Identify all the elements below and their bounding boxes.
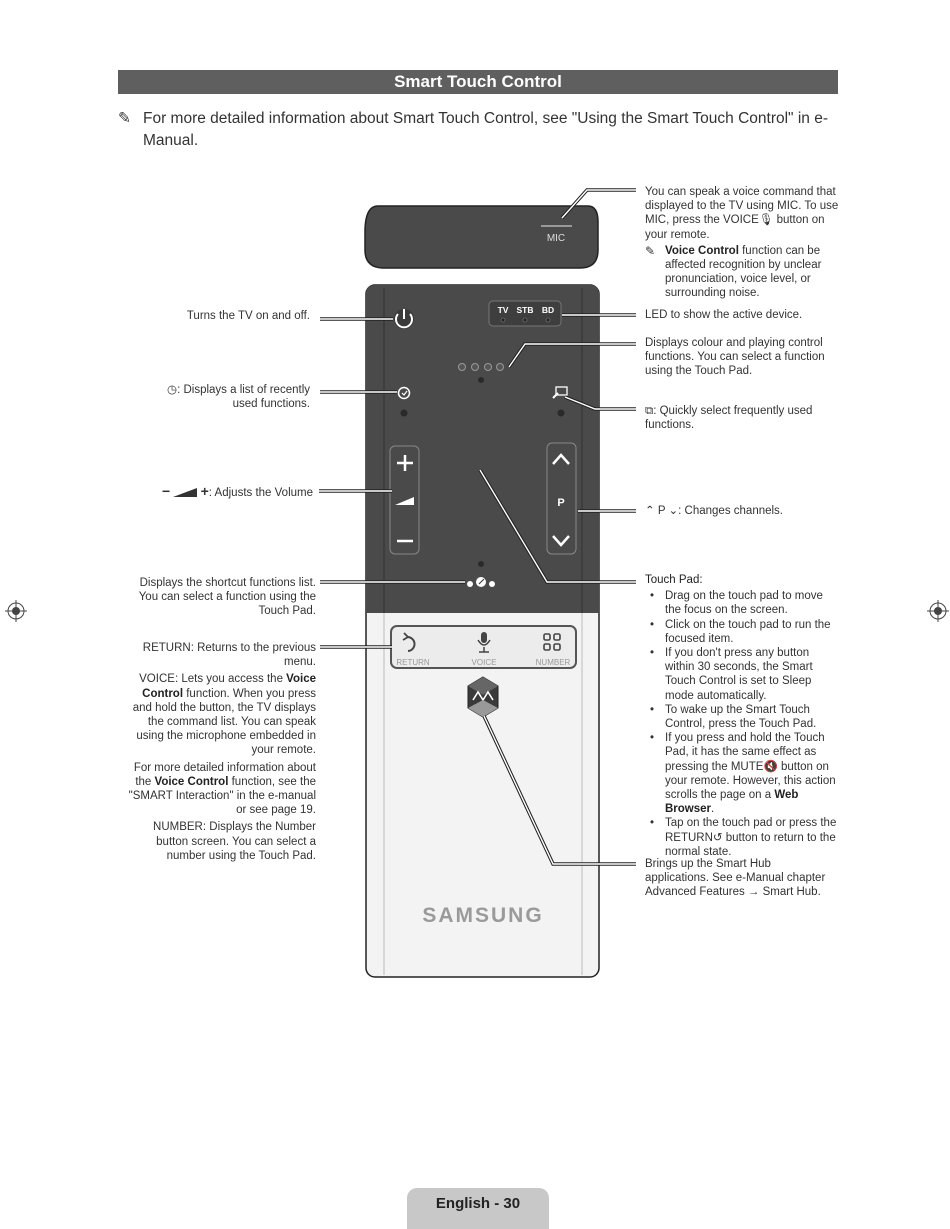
channel-label: P	[557, 497, 564, 509]
recent-icon: ◷	[167, 384, 178, 396]
volume-minus-icon: −	[162, 483, 171, 499]
annotation-led: LED to show the active device.	[645, 309, 803, 321]
shortcut-button-icon	[467, 577, 495, 587]
channel-p-label: P	[657, 505, 666, 517]
colour-buttons-icon	[458, 363, 504, 383]
touchpad-item: To wake up the Smart Touch Control, pres…	[645, 703, 840, 731]
annotation-volume: − +: Adjusts the Volume	[162, 483, 313, 499]
annotation-mic: You can speak a voice command that displ…	[645, 186, 839, 300]
annotation-colour: Displays colour and playing control func…	[645, 337, 825, 378]
led-bd: BD	[542, 305, 554, 315]
return-button-label: RETURN	[396, 658, 430, 667]
intro-text: For more detailed information about Smar…	[143, 110, 829, 149]
annotation-touchpad: Touch Pad: Drag on the touch pad to move…	[645, 573, 840, 859]
mute-icon: 🔇	[763, 760, 778, 773]
intro-note: ✎ For more detailed information about Sm…	[118, 108, 828, 152]
channel-down-icon: ⌄	[668, 505, 679, 517]
brand-logo: SAMSUNG	[422, 904, 543, 927]
device-led-panel	[488, 300, 562, 327]
pencil-note-icon: ✎	[645, 243, 656, 258]
registration-mark-left-icon	[5, 600, 27, 622]
voice-button-icon	[477, 632, 491, 653]
channel-up-icon: ⌃	[645, 505, 655, 517]
remote-top-dark	[366, 285, 599, 613]
annotation-power: Turns the TV on and off.	[186, 310, 310, 322]
registration-mark-right-icon	[927, 600, 949, 622]
section-title: Smart Touch Control	[118, 70, 838, 94]
return-icon: ↺	[712, 831, 723, 844]
annotation-shortcut: Displays the shortcut functions list. Yo…	[138, 577, 316, 618]
power-button-icon	[394, 309, 414, 329]
number-button-icon	[543, 633, 561, 651]
page-number: English - 30	[407, 1188, 549, 1229]
recent-button-icon	[397, 386, 411, 417]
volume-rocker	[389, 445, 420, 555]
microphone-icon: 🎙	[758, 214, 774, 227]
annotation-channel: ⌃ P ⌄: Changes channels.	[645, 505, 784, 517]
return-button-icon	[402, 632, 416, 652]
volume-bar-icon	[173, 488, 198, 497]
annotation-smarthub: Brings up the Smart Hub applications. Se…	[645, 858, 826, 899]
smart-hub-button-icon	[467, 676, 499, 718]
touchpad-item: Click on the touch pad to run the focuse…	[645, 618, 840, 646]
favorite-icon: ⧉	[645, 405, 654, 417]
mic-label: MIC	[547, 233, 565, 244]
favorite-button-icon	[552, 386, 568, 417]
annotation-bottom-buttons: RETURN: Returns to the previous menu. VO…	[128, 642, 316, 862]
annotation-favorite: ⧉: Quickly select frequently used functi…	[645, 405, 813, 432]
led-stb: STB	[517, 305, 534, 315]
pencil-note-icon: ✎	[118, 110, 131, 127]
touchpad-item: Drag on the touch pad to move the focus …	[645, 589, 840, 617]
voice-button-label: VOICE	[472, 658, 497, 667]
touchpad-item: If you press and hold the Touch Pad, it …	[645, 731, 840, 816]
annotation-recent: ◷: Displays a list of recently used func…	[167, 384, 310, 411]
touchpad-item: If you don't press any button within 30 …	[645, 646, 840, 703]
remote-mic-cap	[364, 205, 599, 269]
channel-rocker	[546, 442, 577, 555]
led-tv: TV	[498, 305, 509, 315]
number-button-label: NUMBER	[536, 658, 571, 667]
volume-plus-icon: +	[200, 483, 209, 499]
touchpad-item: Tap on the touch pad or press the RETURN…	[645, 816, 840, 859]
